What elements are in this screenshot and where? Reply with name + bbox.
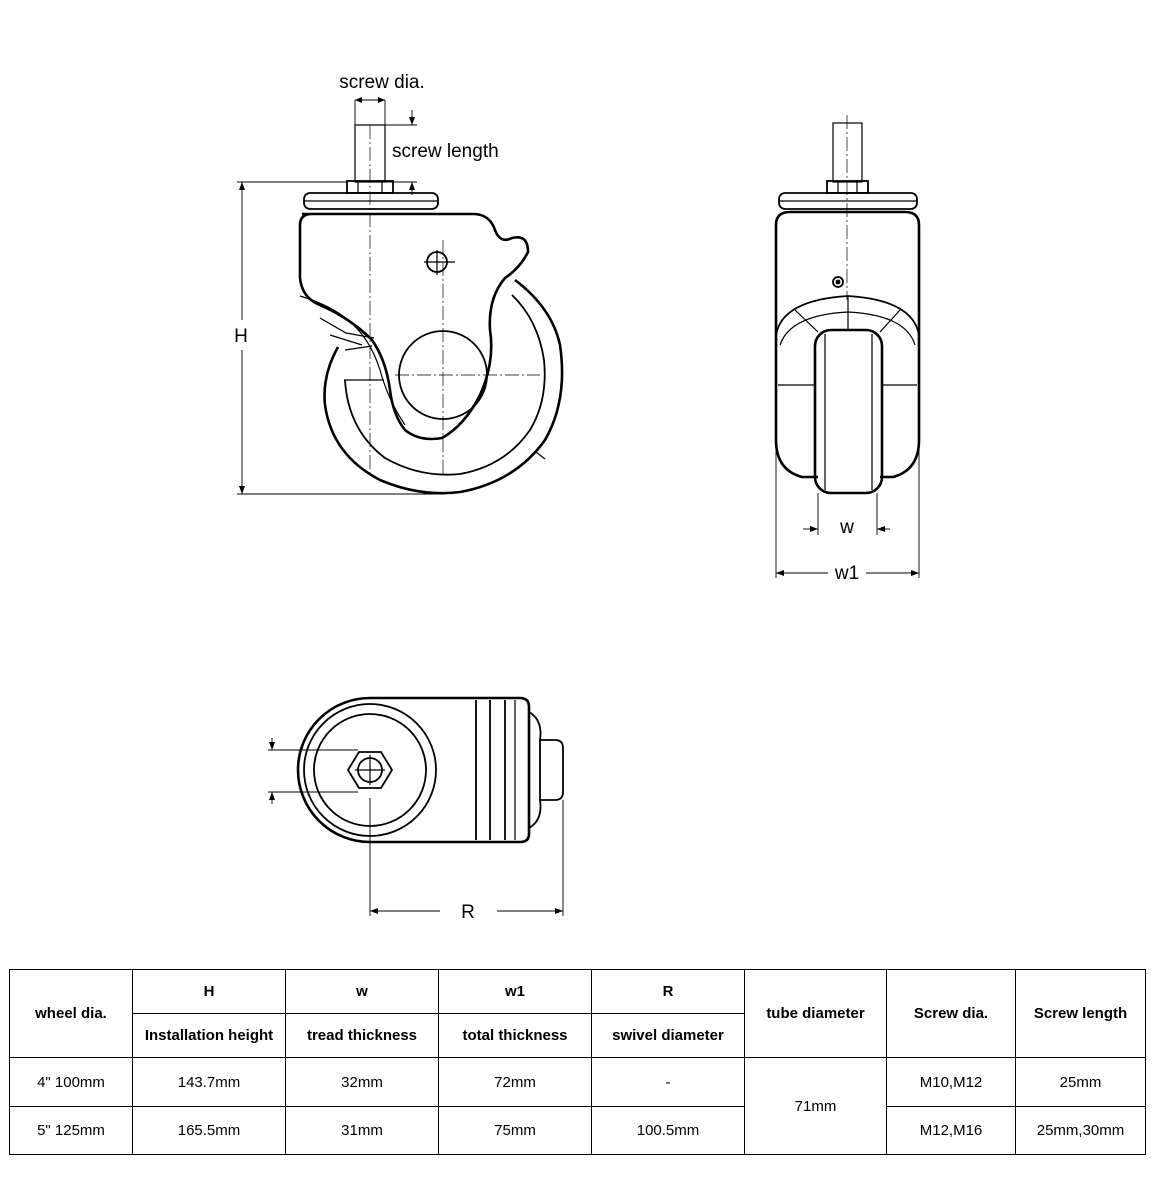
cell-screw-dia: M10,M12 — [886, 1057, 1016, 1107]
cell-w1: 75mm — [438, 1105, 592, 1156]
cell-w: 32mm — [285, 1057, 439, 1107]
cell-r: 100.5mm — [591, 1105, 745, 1156]
cell-wheel-dia: 5" 125mm — [9, 1105, 133, 1156]
cell-wheel-dia: 4" 100mm — [9, 1057, 133, 1107]
front-screw-stem — [832, 122, 863, 183]
cell-w1: 72mm — [438, 1057, 592, 1107]
cell-h: 143.7mm — [132, 1057, 286, 1107]
top-view: R — [268, 696, 564, 923]
top-body — [296, 696, 531, 844]
screw-length-label: screw length — [392, 141, 499, 162]
table-row: 4" 100mm 143.7mm 32mm 72mm - 71mm M10,M1… — [9, 1057, 1146, 1155]
height-label: H — [234, 326, 248, 347]
total-width-label: w1 — [834, 563, 859, 584]
screw-dia-label: screw dia. — [339, 72, 425, 93]
spec-table: wheel dia. H w w1 R tube diameter Screw … — [9, 968, 1146, 1156]
header-tube-diameter: tube diameter — [744, 968, 887, 1059]
cell-w: 31mm — [285, 1105, 439, 1156]
header-wheel-dia: wheel dia. — [9, 968, 133, 1059]
table-header-row: wheel dia. H w w1 R tube diameter Screw … — [9, 968, 1146, 1059]
header-r-symbol: R — [591, 968, 745, 1015]
header-screw-dia: Screw dia. — [886, 968, 1016, 1059]
technical-drawing: screw dia. screw length H — [234, 72, 921, 923]
side-view: screw dia. screw length H — [234, 72, 564, 495]
top-hex-nut — [346, 751, 394, 789]
header-w-symbol: w — [285, 968, 439, 1015]
front-view: w w1 — [774, 115, 921, 584]
fork-body — [298, 212, 530, 441]
header-h-desc: Installation height — [132, 1013, 286, 1059]
header-screw-length: Screw length — [1015, 968, 1146, 1059]
header-w1-desc: total thickness — [438, 1013, 592, 1059]
header-r-desc: swivel diameter — [591, 1013, 745, 1059]
cell-screw-length: 25mm — [1015, 1057, 1146, 1107]
front-fork — [774, 210, 921, 479]
header-w-desc: tread thickness — [285, 1013, 439, 1059]
cell-h: 165.5mm — [132, 1105, 286, 1156]
header-w1-symbol: w1 — [438, 968, 592, 1015]
cell-tube-diameter: 71mm — [744, 1057, 887, 1155]
table-row: 5" 125mm 165.5mm 31mm 75mm 100.5mm M12,M… — [9, 1105, 1146, 1156]
cell-screw-dia: M12,M16 — [886, 1105, 1016, 1156]
side-wheel — [323, 278, 564, 495]
header-h-symbol: H — [132, 968, 286, 1015]
table-subheader-row: Installation height tread thickness tota… — [10, 1013, 1146, 1059]
cell-r: - — [591, 1057, 745, 1107]
cell-screw-length: 25mm,30mm — [1015, 1105, 1146, 1156]
tread-width-label: w — [839, 517, 854, 538]
front-wheel — [813, 328, 884, 495]
swivel-label: R — [461, 902, 475, 923]
